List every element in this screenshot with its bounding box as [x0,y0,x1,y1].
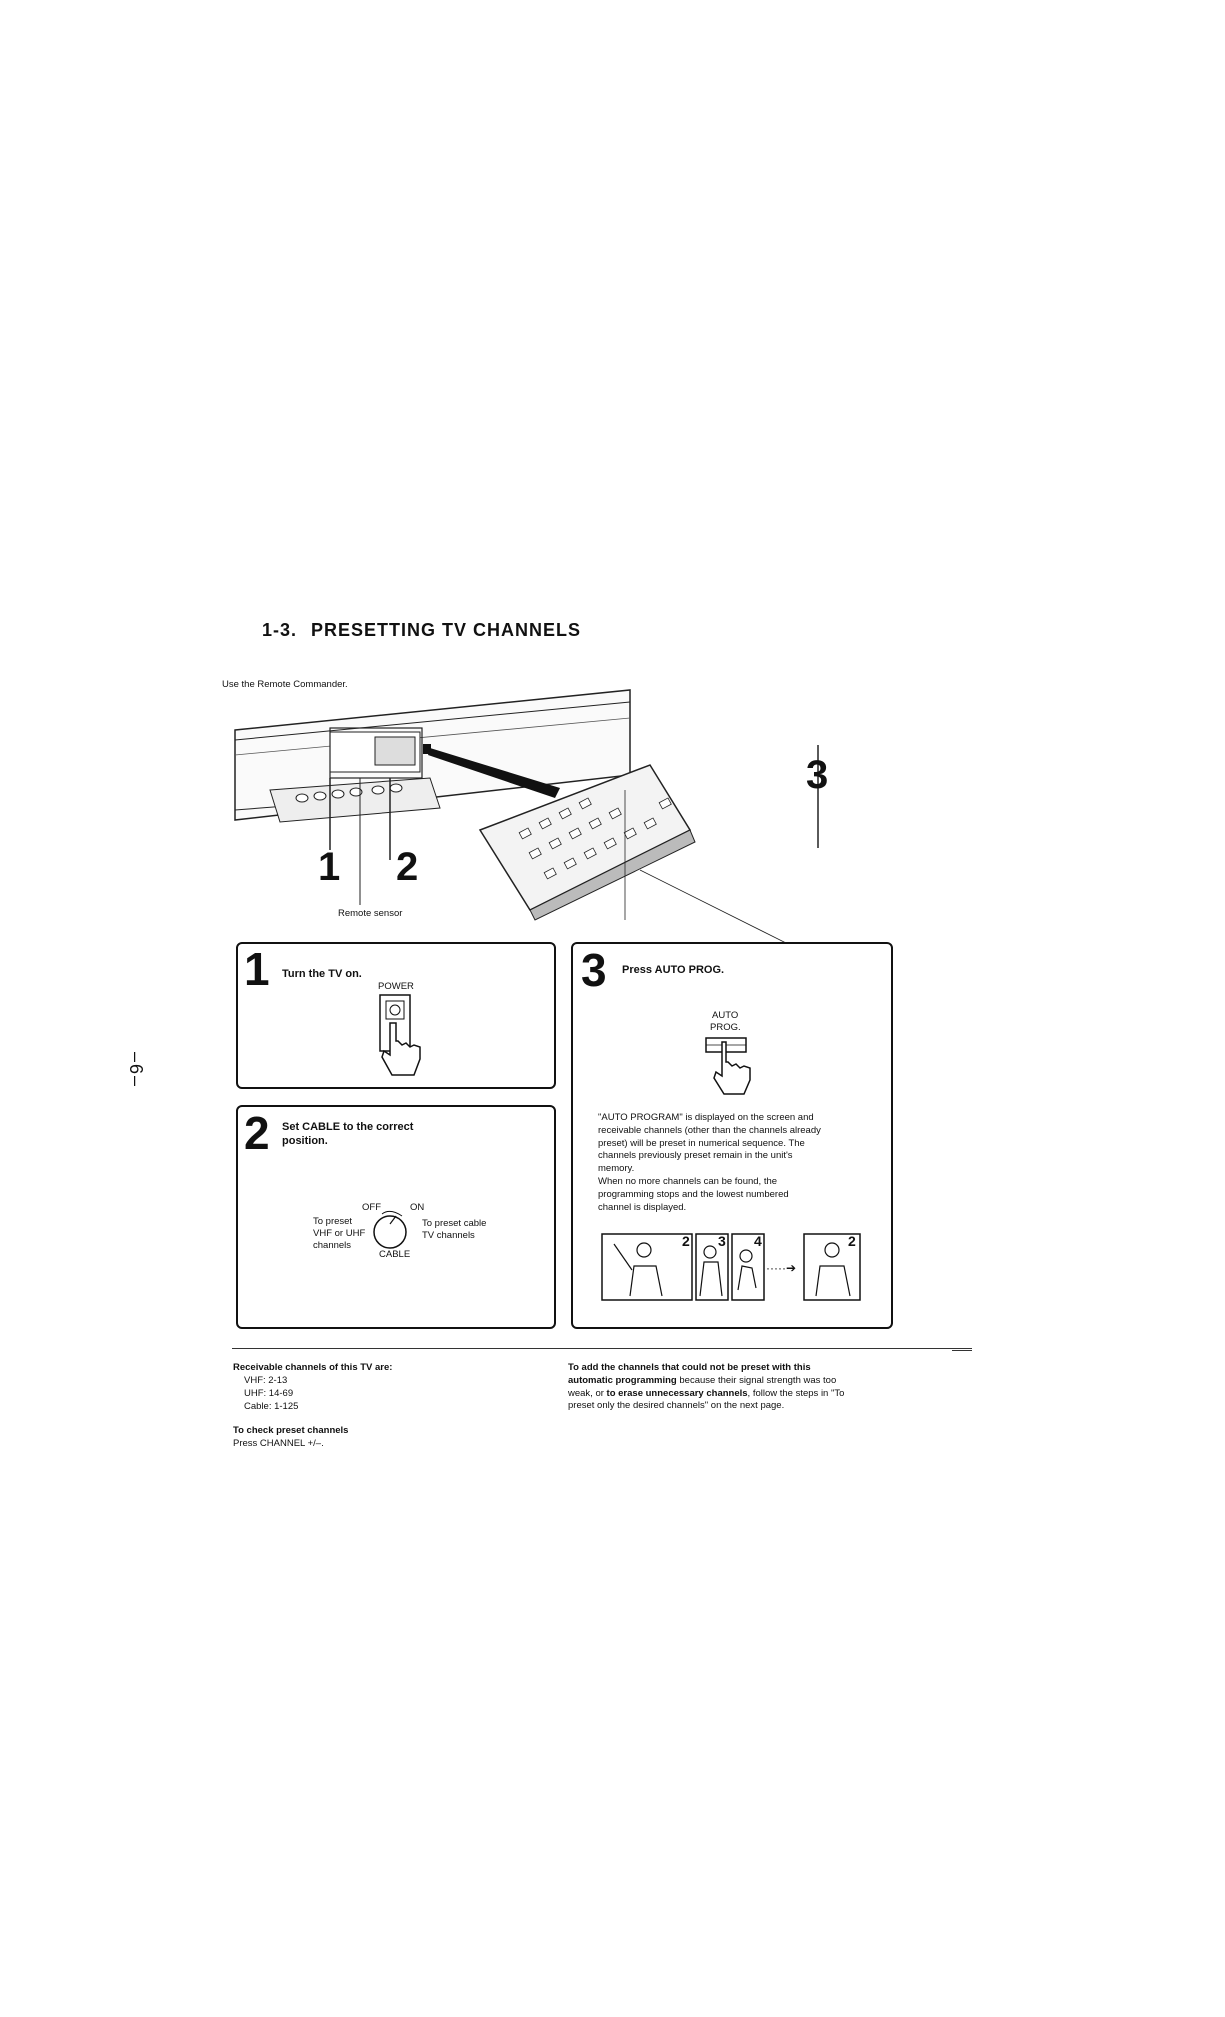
step3-line: channel is displayed. [598,1201,687,1213]
receivable-vhf: VHF: 2-13 [244,1375,288,1386]
switch-right-line1: To preset cable [422,1218,487,1229]
remote-sensor-label: Remote sensor [338,908,403,919]
step3-heading: Press AUTO PROG. [622,964,725,976]
check-preset-heading: To check preset channels [233,1425,349,1436]
receivable-heading: Receivable channels of this TV are: [233,1362,393,1373]
section-number: 1-3. [262,620,298,640]
callout-3: 3 [806,753,829,797]
step1-number: 1 [244,943,270,995]
tv-remote-illustration [234,689,819,945]
frame-number: 2 [682,1233,690,1249]
switch-name-label: CABLE [379,1249,411,1260]
frame-number: 4 [754,1233,762,1249]
switch-on-label: ON [410,1202,425,1213]
page-number: –6– [126,1052,146,1089]
divider [232,1348,972,1349]
note-line: To add the channels that could not be pr… [568,1362,811,1373]
step3-description: "AUTO PROGRAM" is displayed on the scree… [598,1112,878,1214]
step1-heading: Turn the TV on. [282,968,362,980]
section-title: 1-3. PRESETTING TV CHANNELS [262,620,581,641]
step2-heading-line1: Set CABLE to the correct [282,1121,414,1133]
svg-text:·····➔: ·····➔ [766,1261,796,1275]
auto-prog-button-hand-icon [705,1037,751,1095]
callout-1: 1 [318,845,341,889]
switch-left-line3: channels [313,1240,352,1251]
intro-text: Use the Remote Commander. [222,679,348,690]
step3-line: When no more channels can be found, the [598,1175,778,1187]
frame-number: 2 [848,1233,856,1249]
frame-number: 3 [718,1233,726,1249]
add-erase-note: To add the channels that could not be pr… [568,1362,898,1413]
step3-line: channels previously preset remain in the… [598,1150,793,1162]
step3-number: 3 [581,944,607,996]
note-line: automatic programming because their sign… [568,1374,837,1386]
switch-left-line2: VHF or UHF [313,1228,366,1239]
divider [952,1350,972,1351]
section-title-text: PRESETTING TV CHANNELS [311,620,582,640]
power-label: POWER [378,981,414,992]
callout-2: 2 [396,845,419,889]
step2-number: 2 [244,1107,270,1159]
cable-switch-icon [373,1210,407,1249]
auto-prog-label-line1: AUTO [712,1010,739,1021]
check-preset-text: Press CHANNEL +/–. [233,1438,324,1449]
channel-frames-illustration: ·····➔ [601,1233,861,1301]
switch-right-line2: TV channels [422,1230,475,1241]
step3-line: memory. [598,1163,635,1175]
power-button-hand-icon [379,994,421,1076]
receivable-uhf: UHF: 14-69 [244,1388,294,1399]
note-line: weak, or to erase unnecessary channels, … [568,1387,845,1399]
step2-heading-line2: position. [282,1135,328,1147]
receivable-cable: Cable: 1-125 [244,1401,299,1412]
switch-off-label: OFF [362,1202,381,1213]
step3-line: preset) will be preset in numerical sequ… [598,1137,805,1149]
step3-line: "AUTO PROGRAM" is displayed on the scree… [598,1112,814,1123]
switch-left-line1: To preset [313,1216,353,1227]
step3-line: programming stops and the lowest numbere… [598,1188,789,1200]
note-line: preset only the desired channels" on the… [568,1400,785,1412]
auto-prog-label-line2: PROG. [710,1022,741,1033]
step3-line: receivable channels (other than the chan… [598,1124,821,1136]
